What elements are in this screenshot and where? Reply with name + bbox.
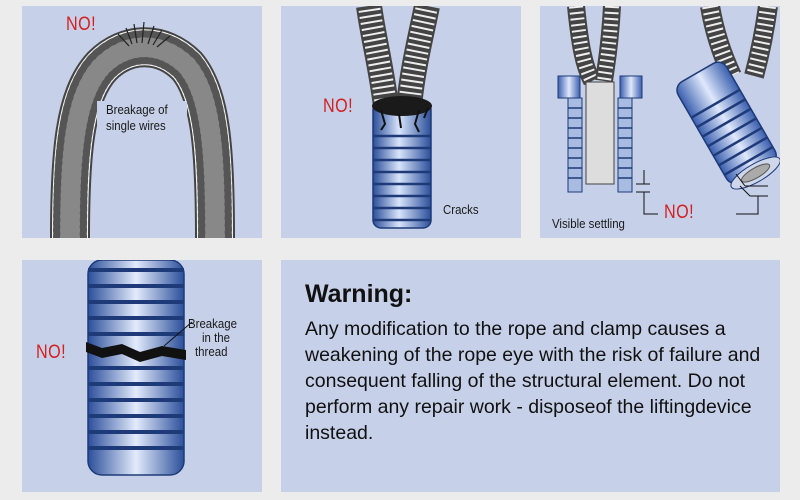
breakage-label-line2: single wires (106, 118, 166, 133)
panel-warning: Warning: Any modification to the rope an… (281, 260, 780, 492)
panel-single-wire-breakage: NO! Breakage of single wires (22, 6, 262, 238)
panel-visible-settling: NO! Visible settling (540, 6, 780, 238)
thread-label-line3: thread (195, 344, 228, 359)
broken-thread-illustration (86, 260, 193, 476)
no-warning-text: NO! (323, 96, 353, 117)
no-warning-text: NO! (664, 202, 694, 223)
no-warning-text: NO! (66, 14, 96, 35)
visible-settling-label: Visible settling (552, 216, 625, 231)
warning-body: Any modification to the rope and clamp c… (305, 318, 761, 444)
cracks-label: Cracks (443, 202, 479, 217)
thread-label-line2: in the (202, 330, 230, 345)
ferrule-thread-rings (373, 134, 431, 222)
breakage-label-line1: Breakage of (106, 102, 168, 117)
no-warning-text: NO! (36, 342, 66, 363)
crack-lines (380, 107, 429, 133)
panel-thread-breakage: NO! Breakage in the thread (22, 260, 262, 492)
cracked-ferrule-illustration (356, 6, 440, 229)
thread-label-line1: Breakage (188, 316, 237, 331)
settling-illustration (557, 6, 780, 215)
broken-wire-ends (117, 21, 171, 48)
thread-rings (88, 268, 184, 450)
rope-bend-illustration (50, 21, 235, 238)
warning-title: Warning: (305, 280, 413, 308)
thread-crack (86, 342, 186, 362)
panel-cracks: NO! Cracks (281, 6, 521, 238)
